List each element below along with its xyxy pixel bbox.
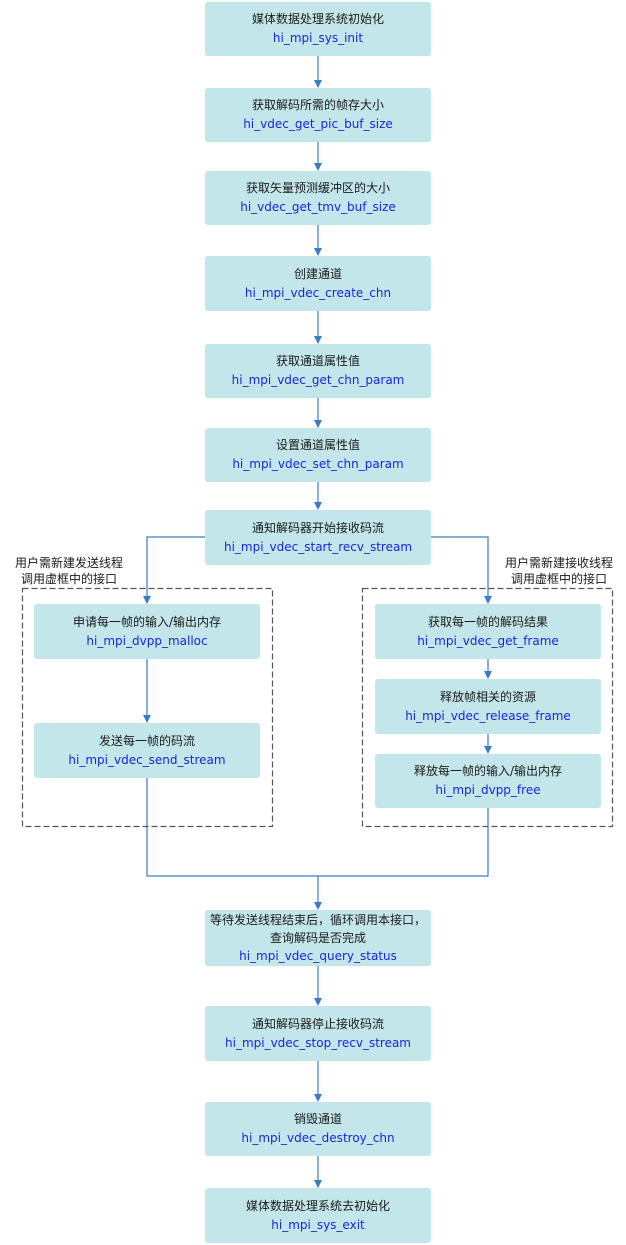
step-label: 通知解码器开始接收码流 bbox=[251, 520, 384, 535]
step-label: 申请每一帧的输入/输出内存 bbox=[72, 614, 222, 629]
step-label: 释放每一帧的输入/输出内存 bbox=[413, 764, 563, 778]
step-sys-exit: 媒体数据处理系统去初始化 hi_mpi_sys_exit bbox=[205, 1188, 431, 1243]
merge-send bbox=[146, 778, 318, 877]
recv-thread-note: 用户需新建接收线程 调用虚框中的接口 bbox=[496, 555, 622, 587]
step-label: 获取每一帧的解码结果 bbox=[427, 614, 548, 629]
branch-recv bbox=[431, 536, 492, 604]
step-api: hi_mpi_sys_exit bbox=[271, 1217, 365, 1232]
branch-send bbox=[143, 536, 205, 604]
step-label: 媒体数据处理系统去初始化 bbox=[245, 1198, 390, 1213]
step-label: 获取矢量预测缓冲区的大小 bbox=[245, 181, 390, 195]
step-set-chn-param: 设置通道属性值 hi_mpi_vdec_set_chn_param bbox=[205, 428, 431, 482]
step-api: hi_mpi_vdec_stop_recv_stream bbox=[225, 1035, 411, 1050]
step-destroy-chn: 销毁通道 hi_mpi_vdec_destroy_chn bbox=[205, 1102, 431, 1156]
step-start-recv-stream: 通知解码器开始接收码流 hi_mpi_vdec_start_recv_strea… bbox=[205, 510, 431, 565]
step-api: hi_vdec_get_pic_buf_size bbox=[243, 117, 393, 131]
step-label: 媒体数据处理系统初始化 bbox=[251, 12, 384, 26]
step-query-status: 等待发送线程结束后，循环调用本接口， 查询解码是否完成 hi_mpi_vdec_… bbox=[205, 910, 431, 966]
step-api: hi_mpi_dvpp_malloc bbox=[86, 633, 208, 648]
step-get-tmv-buf-size: 获取矢量预测缓冲区的大小 hi_vdec_get_tmv_buf_size bbox=[205, 171, 431, 225]
step-api: hi_mpi_vdec_get_frame bbox=[417, 633, 559, 648]
step-api: hi_mpi_vdec_start_recv_stream bbox=[223, 539, 413, 554]
step-label: 发送每一帧的码流 bbox=[98, 733, 195, 748]
step-stop-recv-stream: 通知解码器停止接收码流 hi_mpi_vdec_stop_recv_stream bbox=[205, 1006, 431, 1061]
step-label: 通知解码器停止接收码流 bbox=[251, 1016, 384, 1031]
send-thread-note: 用户需新建发送线程 调用虚框中的接口 bbox=[6, 555, 132, 587]
step-release-frame: 释放帧相关的资源 hi_mpi_vdec_release_frame bbox=[375, 679, 601, 734]
step-api: hi_mpi_vdec_create_chn bbox=[244, 285, 392, 300]
step-api: hi_mpi_vdec_set_chn_param bbox=[232, 457, 404, 471]
step-send-stream: 发送每一帧的码流 hi_mpi_vdec_send_stream bbox=[34, 723, 260, 778]
step-label: 释放帧相关的资源 bbox=[439, 689, 536, 704]
step-label: 获取通道属性值 bbox=[275, 354, 360, 368]
step-get-chn-param: 获取通道属性值 hi_mpi_vdec_get_chn_param bbox=[205, 344, 431, 398]
step-api: hi_mpi_vdec_get_chn_param bbox=[231, 373, 405, 387]
step-label: 等待发送线程结束后，循环调用本接口， bbox=[209, 913, 426, 927]
recv-note-line2: 调用虚框中的接口 bbox=[510, 572, 607, 586]
step-label: 销毁通道 bbox=[293, 1112, 342, 1126]
step-label-line2: 查询解码是否完成 bbox=[269, 931, 366, 945]
step-get-frame: 获取每一帧的解码结果 hi_mpi_vdec_get_frame bbox=[375, 604, 601, 659]
step-api: hi_mpi_vdec_release_frame bbox=[405, 708, 571, 723]
step-sys-init: 媒体数据处理系统初始化 hi_mpi_sys_init bbox=[205, 2, 431, 56]
step-label: 设置通道属性值 bbox=[275, 438, 360, 452]
step-api: hi_vdec_get_tmv_buf_size bbox=[240, 200, 396, 214]
merge-recv bbox=[318, 808, 489, 877]
recv-note-line1: 用户需新建接收线程 bbox=[504, 556, 613, 570]
step-create-chn: 创建通道 hi_mpi_vdec_create_chn bbox=[205, 256, 431, 311]
send-thread-frame bbox=[21, 587, 274, 828]
step-get-pic-buf-size: 获取解码所需的帧存大小 hi_vdec_get_pic_buf_size bbox=[205, 88, 431, 142]
send-note-line1: 用户需新建发送线程 bbox=[14, 556, 123, 570]
recv-thread-frame bbox=[361, 587, 614, 828]
step-label: 获取解码所需的帧存大小 bbox=[251, 98, 384, 112]
step-api: hi_mpi_sys_init bbox=[272, 31, 364, 45]
step-api: hi_mpi_vdec_query_status bbox=[239, 949, 397, 963]
step-label: 创建通道 bbox=[293, 266, 342, 281]
step-dvpp-malloc: 申请每一帧的输入/输出内存 hi_mpi_dvpp_malloc bbox=[34, 604, 260, 659]
step-dvpp-free: 释放每一帧的输入/输出内存 hi_mpi_dvpp_free bbox=[375, 754, 601, 808]
step-api: hi_mpi_vdec_send_stream bbox=[68, 752, 226, 767]
step-api: hi_mpi_vdec_destroy_chn bbox=[241, 1131, 395, 1145]
step-api: hi_mpi_dvpp_free bbox=[435, 783, 541, 797]
send-note-line2: 调用虚框中的接口 bbox=[20, 572, 117, 586]
